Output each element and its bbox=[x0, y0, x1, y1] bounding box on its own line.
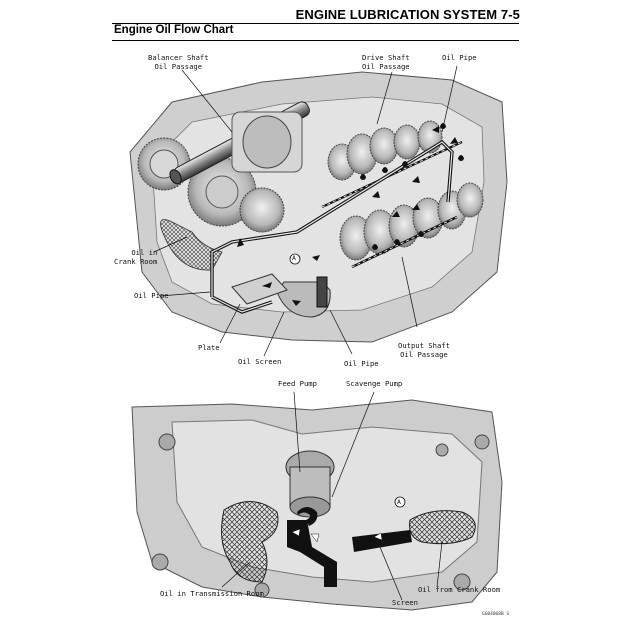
upper-engine-drawing bbox=[129, 65, 508, 357]
label-oil-pipe-top: Oil Pipe bbox=[442, 53, 477, 62]
label-output-shaft-oil-passage: Output Shaft Oil Passage bbox=[398, 341, 450, 359]
section-title: Engine Oil Flow Chart bbox=[114, 24, 234, 36]
label-oil-in-transmission-room: Oil in Transmission Room bbox=[160, 589, 264, 598]
label-drive-shaft-oil-passage: Drive Shaft Oil Passage bbox=[362, 53, 410, 71]
label-oil-pipe-left: Oil Pipe bbox=[134, 291, 169, 300]
label-feed-pump: Feed Pump bbox=[278, 379, 317, 388]
label-screen: Screen bbox=[392, 598, 418, 607]
marker-a-upper: A bbox=[292, 254, 296, 262]
label-oil-from-crank-room: Oil from Crank Room bbox=[418, 585, 501, 594]
label-scavenge-pump: Scavenge Pump bbox=[346, 379, 403, 388]
label-oil-in-crank-room: Oil in Crank Room bbox=[114, 248, 158, 266]
figure-code: GG04068B S bbox=[482, 612, 510, 617]
marker-a-lower: A bbox=[397, 498, 401, 506]
label-oil-pipe-bottom: Oil Pipe bbox=[344, 359, 379, 368]
label-balancer-shaft-oil-passage: Balancer Shaft Oil Passage bbox=[148, 53, 209, 71]
section-rule bbox=[112, 40, 519, 41]
engine-oil-flow-illustration bbox=[129, 65, 508, 611]
label-plate: Plate bbox=[198, 343, 220, 352]
label-oil-screen: Oil Screen bbox=[238, 357, 282, 366]
lower-pump-drawing bbox=[131, 391, 503, 611]
header-rule bbox=[112, 23, 519, 24]
page-header-title: ENGINE LUBRICATION SYSTEM 7-5 bbox=[295, 7, 520, 22]
